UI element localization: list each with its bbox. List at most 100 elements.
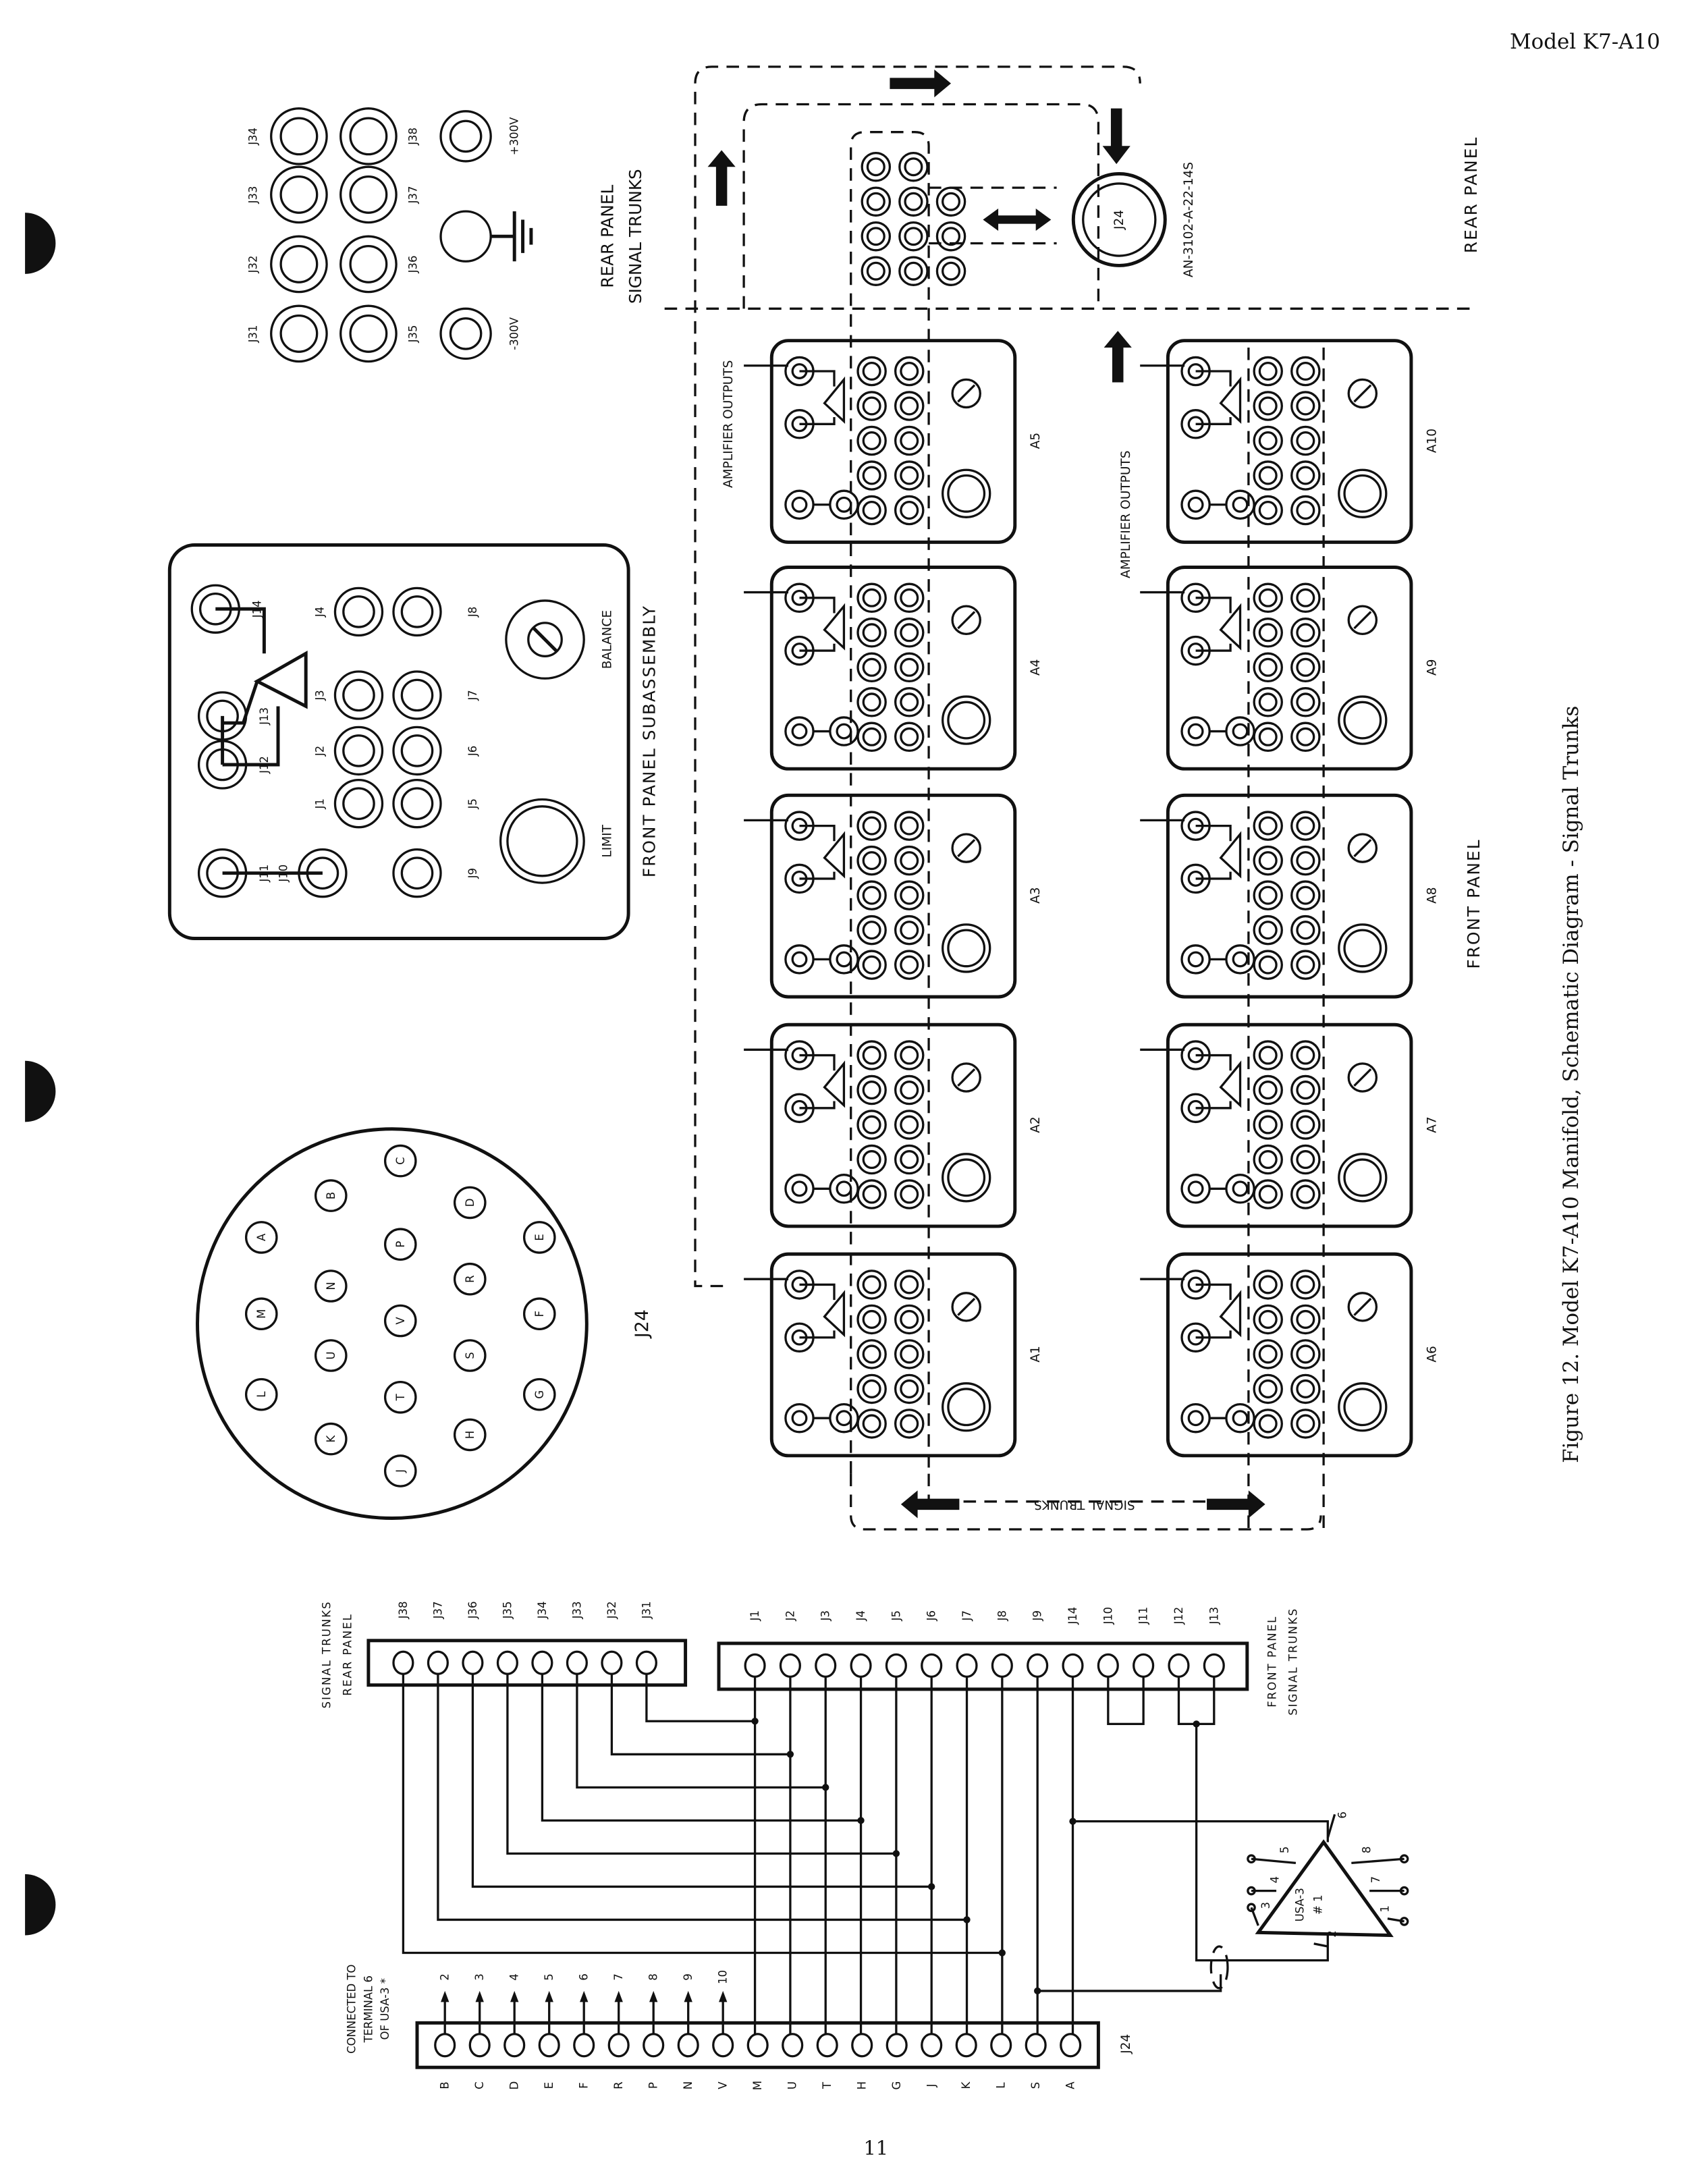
usa-pin-terminal bbox=[1399, 1886, 1409, 1896]
j24-terminal-C bbox=[468, 2033, 491, 2058]
arrow-right-icon bbox=[1207, 1490, 1265, 1519]
amp-jack-icon bbox=[856, 495, 887, 526]
balance-screw-icon bbox=[1347, 1062, 1378, 1093]
rear-jack-inner bbox=[349, 175, 388, 214]
amp-input-jack bbox=[1225, 944, 1255, 975]
usa-pin-number: 7 bbox=[1369, 1876, 1382, 1883]
amp-input-jack bbox=[829, 489, 859, 520]
front-terminal-label: J6 bbox=[925, 1610, 938, 1621]
plus300-jack bbox=[439, 110, 492, 163]
wire bbox=[799, 1283, 836, 1301]
front-terminal-J11 bbox=[1133, 1653, 1155, 1678]
amp-jack-inner bbox=[1296, 851, 1315, 871]
amp-jack-inner bbox=[1296, 1045, 1315, 1065]
amplifier-triangle-icon bbox=[823, 376, 846, 424]
screw-slot bbox=[957, 384, 976, 403]
j24-terminal-letter: B bbox=[439, 2081, 452, 2089]
amp-jack-icon bbox=[894, 950, 925, 980]
amp-jack-icon bbox=[1290, 950, 1321, 980]
j24-terminal-A bbox=[1060, 2033, 1082, 2058]
amp-jack-icon bbox=[894, 687, 925, 717]
j24-terminal-T bbox=[816, 2033, 838, 2058]
front-terminal-J1 bbox=[744, 1653, 766, 1678]
j24-pin-label: J bbox=[394, 1469, 407, 1473]
jumper-wire bbox=[1107, 1676, 1145, 1726]
front-jack-inner bbox=[400, 787, 434, 820]
amp-jack-inner bbox=[1296, 1115, 1315, 1135]
amp-jack-icon bbox=[856, 880, 887, 910]
amp-jack-icon bbox=[1290, 1373, 1321, 1404]
amp-jack-inner bbox=[862, 396, 881, 416]
arrow-up-icon bbox=[475, 1990, 484, 2002]
balance-screw-icon bbox=[1347, 378, 1378, 409]
limit-knob bbox=[1338, 1382, 1388, 1432]
amp-jack-icon bbox=[894, 1339, 925, 1369]
wire bbox=[222, 680, 259, 725]
j24-rear-connector-label: J24 bbox=[1112, 210, 1126, 230]
amplifier-triangle-icon bbox=[1219, 603, 1242, 651]
j24-terminal-letter: N bbox=[682, 2081, 694, 2090]
front-jack-label: J4 bbox=[313, 607, 326, 618]
j24-pin-V bbox=[383, 1304, 417, 1338]
amp-jack-inner bbox=[1258, 657, 1278, 677]
amp-jack-icon bbox=[856, 811, 887, 841]
wire bbox=[1195, 1330, 1232, 1339]
amp-jack-inner bbox=[900, 1379, 919, 1398]
amp-jack-icon bbox=[894, 1304, 925, 1335]
front-jack-label: J2 bbox=[313, 746, 326, 757]
screw-slot bbox=[1353, 839, 1372, 858]
balance-screw-icon bbox=[951, 378, 981, 409]
limit-knob-inner bbox=[1343, 929, 1382, 968]
usa-pin-terminal bbox=[1247, 1886, 1256, 1896]
amp-input-jack bbox=[1225, 716, 1255, 746]
amplifier-module-box bbox=[1166, 1022, 1413, 1228]
amp-jack-inner bbox=[900, 466, 919, 485]
j24-pin-label: R bbox=[464, 1275, 476, 1282]
front-jack-label: J13 bbox=[258, 707, 271, 726]
amp-jack-icon bbox=[1253, 1409, 1283, 1439]
amp-jack-icon bbox=[1253, 1074, 1283, 1105]
arrow-down-icon bbox=[1102, 108, 1130, 165]
terminal-number: 4 bbox=[508, 1973, 521, 1980]
amp-jack-inner bbox=[862, 816, 881, 836]
wire bbox=[1195, 1101, 1232, 1110]
amp-jack-inner bbox=[1258, 692, 1278, 712]
amp-jack-inner bbox=[900, 1115, 919, 1135]
amp-jack-inner bbox=[1296, 1150, 1315, 1170]
j24-pin-T bbox=[383, 1380, 417, 1414]
j24-pin-label: E bbox=[533, 1234, 546, 1240]
amp-jack-icon bbox=[1290, 845, 1321, 876]
amp-input-jack-inner bbox=[1232, 723, 1249, 740]
j24-pin-F bbox=[522, 1297, 556, 1331]
front-jack-J7 bbox=[392, 670, 442, 720]
amp-input-jack-inner bbox=[1187, 723, 1204, 740]
wire bbox=[799, 597, 836, 613]
j24-terminal-N bbox=[677, 2033, 699, 2058]
amplifier-label: A5 bbox=[1029, 433, 1043, 449]
junction-dot bbox=[1034, 1987, 1041, 1995]
amp-jack-inner bbox=[900, 1309, 919, 1329]
amp-jack-icon bbox=[856, 618, 887, 648]
amp-input-jack bbox=[829, 716, 859, 746]
j24-pin-label: V bbox=[394, 1317, 407, 1325]
rear-jack-J38 bbox=[339, 107, 398, 165]
trunk-jack bbox=[861, 256, 892, 286]
j24-rear-connector-inner bbox=[1082, 182, 1157, 257]
usa-pin-number: 1 bbox=[1378, 1905, 1391, 1912]
usa-pin-number: 2 bbox=[1326, 1930, 1338, 1937]
amp-jack-inner bbox=[900, 1081, 919, 1100]
usa-pin-terminal bbox=[1399, 1854, 1409, 1864]
front-terminal-J10 bbox=[1097, 1653, 1119, 1678]
amp-jack-inner bbox=[1296, 816, 1315, 836]
amp-jack-inner bbox=[862, 1045, 881, 1065]
inner-trunk-loop bbox=[742, 103, 1100, 309]
terminal-number: 9 bbox=[682, 1973, 694, 1980]
j24-terminal-G bbox=[885, 2033, 908, 2058]
rear-terminal-label: J34 bbox=[536, 1602, 549, 1620]
rear-jack-inner bbox=[279, 314, 319, 353]
front-terminal-label: J8 bbox=[996, 1610, 1008, 1621]
amp-jack-icon bbox=[894, 1179, 925, 1209]
usa-pin-terminal bbox=[1247, 1854, 1256, 1864]
amplifier-triangle-icon bbox=[1219, 1290, 1242, 1338]
